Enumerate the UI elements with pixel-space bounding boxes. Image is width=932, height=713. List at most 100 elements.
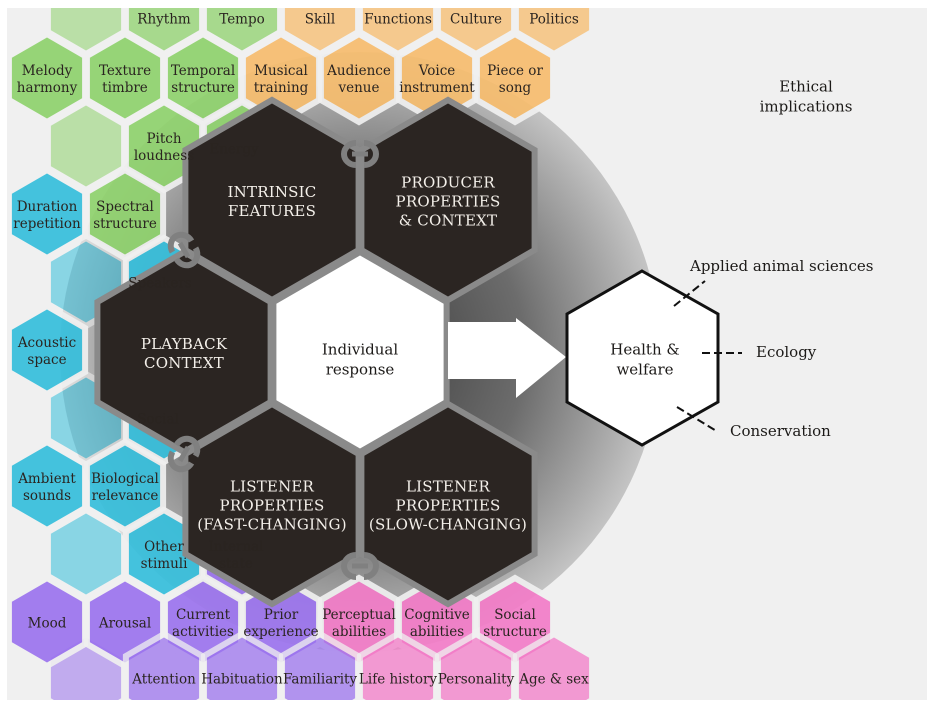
chain-link-icon-ring-left — [167, 231, 195, 254]
feature-hex-label-line: experience — [243, 624, 318, 640]
feature-hex-piece-or-song — [473, 30, 557, 126]
core-hex-label-line: PLAYBACK — [141, 335, 228, 353]
outcome-hex-shape — [565, 269, 720, 447]
chain-link-icon — [167, 435, 201, 473]
outcome-link-ecology: Ecology — [756, 343, 817, 361]
chain-link-icon — [167, 231, 201, 269]
chain-link-icon-ring-right — [173, 246, 201, 269]
feature-hex-label: Familiarity — [283, 672, 357, 688]
feature-hex-label-line: stimuli — [141, 556, 188, 572]
feature-hex-label: Social — [137, 412, 179, 428]
feature-hex-label-line: training — [254, 80, 309, 96]
feature-hex-shape — [512, 630, 596, 700]
core-hex-label-line: CONTEXT — [144, 354, 224, 372]
feature-hex-label: Personality — [438, 672, 515, 688]
feature-hex-label-line: state — [219, 556, 253, 572]
outcome-hex-label-line: Health & — [610, 341, 680, 359]
feature-hex-label-line: Energy — [209, 142, 259, 158]
core-hex-label-line: FEATURES — [228, 202, 316, 220]
feature-hex-label-line: Melody — [22, 63, 73, 79]
chain-link-icon-ring-right — [363, 140, 379, 168]
feature-hex-label-line: Social — [137, 412, 179, 428]
feature-hex-label-line: Musical — [254, 63, 308, 79]
chain-links — [167, 140, 379, 580]
feature-hex-label: Arousal — [98, 616, 151, 632]
feature-hex-label: Rhythm — [137, 12, 191, 28]
core-hex-label-line: (FAST-CHANGING) — [197, 515, 347, 533]
feature-hex-label-line: Cognitive — [404, 607, 469, 623]
center-hex-label-line: Individual — [322, 341, 398, 359]
outcome-hex-label: Health &welfare — [610, 341, 680, 379]
feature-hex-label-line: Tempo — [219, 12, 265, 28]
feature-hex-label: Age & sex — [518, 672, 589, 688]
feature-hex-label-line: instrument — [399, 80, 475, 96]
feature-hex-label-line: Attention — [131, 672, 196, 688]
feature-hex-label-line: Temporal — [171, 63, 235, 79]
outcome-link-applied: Applied animal sciences — [689, 257, 873, 275]
feature-hex-label-line: Ambient — [17, 471, 76, 487]
feature-hex-label-line: repetition — [13, 216, 81, 232]
feature-hex-label: Tempo — [219, 12, 265, 28]
feature-hex-label-line: Functions — [364, 12, 432, 28]
chain-link-icon — [341, 140, 379, 168]
feature-hex-label-line: structure — [93, 216, 157, 232]
feature-hex-label-line: Internal — [209, 539, 264, 555]
feature-hex-label-line: Life history — [359, 672, 438, 688]
feature-hex-label-line: Pitch — [146, 131, 181, 147]
feature-hex-label-line: Piece or — [487, 63, 543, 79]
feature-hex-label: Energy — [209, 142, 259, 158]
feature-hex-label: Life history — [359, 672, 438, 688]
feature-hex-label: Attention — [131, 672, 196, 688]
feature-hex-label: Mood — [28, 616, 67, 632]
feature-hex-label-line: Perceptual — [322, 607, 396, 623]
chain-link-icon-bar — [177, 241, 191, 259]
chain-link-icon-ring-left — [341, 140, 357, 168]
feature-hex-label-line: abilities — [332, 624, 386, 640]
core-hex-label-line: PROPERTIES — [396, 496, 501, 514]
feature-hex-label-line: Mood — [28, 616, 67, 632]
outcome-link-conservation: Conservation — [730, 422, 831, 440]
chain-link-icon-bar — [177, 445, 191, 463]
core-hex-label-line: & CONTEXT — [399, 211, 497, 229]
feature-hex-labels: Rhythm Tempo Skill Functions Culture Politics… — [13, 12, 589, 688]
feature-hex-label-line: structure — [171, 80, 235, 96]
feature-hex-label-line: Acoustic — [17, 335, 76, 351]
core-hex-label-line: (SLOW-CHANGING) — [369, 515, 527, 533]
outcome-hex-health-welfare: Health &welfare — [565, 269, 720, 447]
feature-hex-label-line: venue — [338, 80, 380, 96]
feature-hex-label-line: abilities — [410, 624, 464, 640]
filler-hex — [7, 188, 11, 240]
center-hex-shape — [270, 248, 450, 456]
feature-hex-label: Skill — [305, 12, 335, 28]
feature-hex-label-line: Skill — [305, 12, 335, 28]
feature-hex-label-line: song — [499, 80, 532, 96]
filler-hex — [7, 52, 11, 104]
feature-hex-label: Functions — [364, 12, 432, 28]
feature-hex-label-line: Culture — [450, 12, 502, 28]
feature-hex-label-line: sounds — [23, 488, 71, 504]
ethical-implications-label-line: Ethical — [779, 78, 833, 96]
feature-hex-label-line: Spectral — [96, 199, 154, 215]
chain-link-icon-ring-left — [341, 552, 357, 580]
chain-link-icon-ring-left — [167, 450, 195, 473]
feature-hex-label-line: Politics — [529, 12, 579, 28]
feature-hex-label-line: Arousal — [98, 616, 151, 632]
core-hex-label-line: PRODUCER — [401, 173, 495, 191]
